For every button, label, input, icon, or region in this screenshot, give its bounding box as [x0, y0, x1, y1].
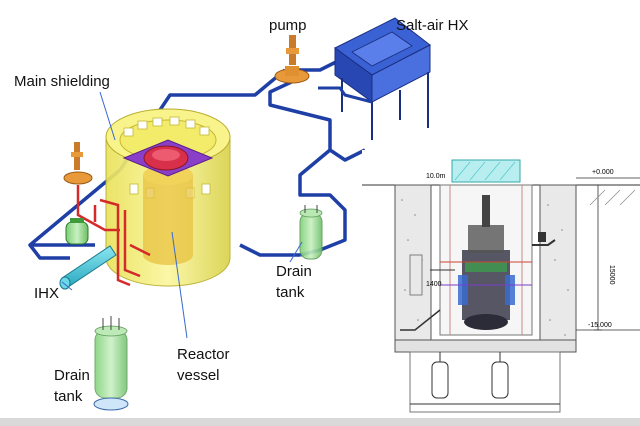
red-pipes	[76, 185, 151, 287]
cross-section-drawing: +0.000 -15.000 15000 10.0m 1400	[362, 150, 640, 418]
pump-label: pump	[269, 17, 307, 34]
elevation-bottom-label: -15.000	[588, 322, 612, 329]
core-top	[122, 139, 214, 177]
bottom-strip	[0, 418, 640, 426]
drain-tank-right-label: Drain tank	[276, 263, 312, 301]
leader-lines	[61, 91, 303, 339]
top-pump	[274, 35, 310, 84]
drain-tank-right	[299, 205, 323, 260]
ihx-label: IHX	[34, 285, 60, 302]
elevation-top-label: +0.000	[592, 169, 614, 176]
green-tank-small	[65, 218, 89, 245]
salt-air-hx	[318, 17, 431, 140]
main-shielding-label: Main shielding	[14, 73, 110, 90]
level-label-top-left: 10.0m	[426, 173, 446, 180]
reactor-vessel-label: Reactor vessel	[177, 346, 230, 384]
drain-tank-left-label: Drain tank	[54, 367, 90, 405]
left-pump	[63, 142, 93, 185]
ihx-component	[59, 245, 117, 290]
salt-air-hx-label: Salt-air HX	[396, 17, 469, 34]
dimension-label: 15000	[608, 265, 615, 285]
drain-tank-left	[93, 316, 129, 411]
level-label-mid-left: 1400	[426, 281, 442, 288]
